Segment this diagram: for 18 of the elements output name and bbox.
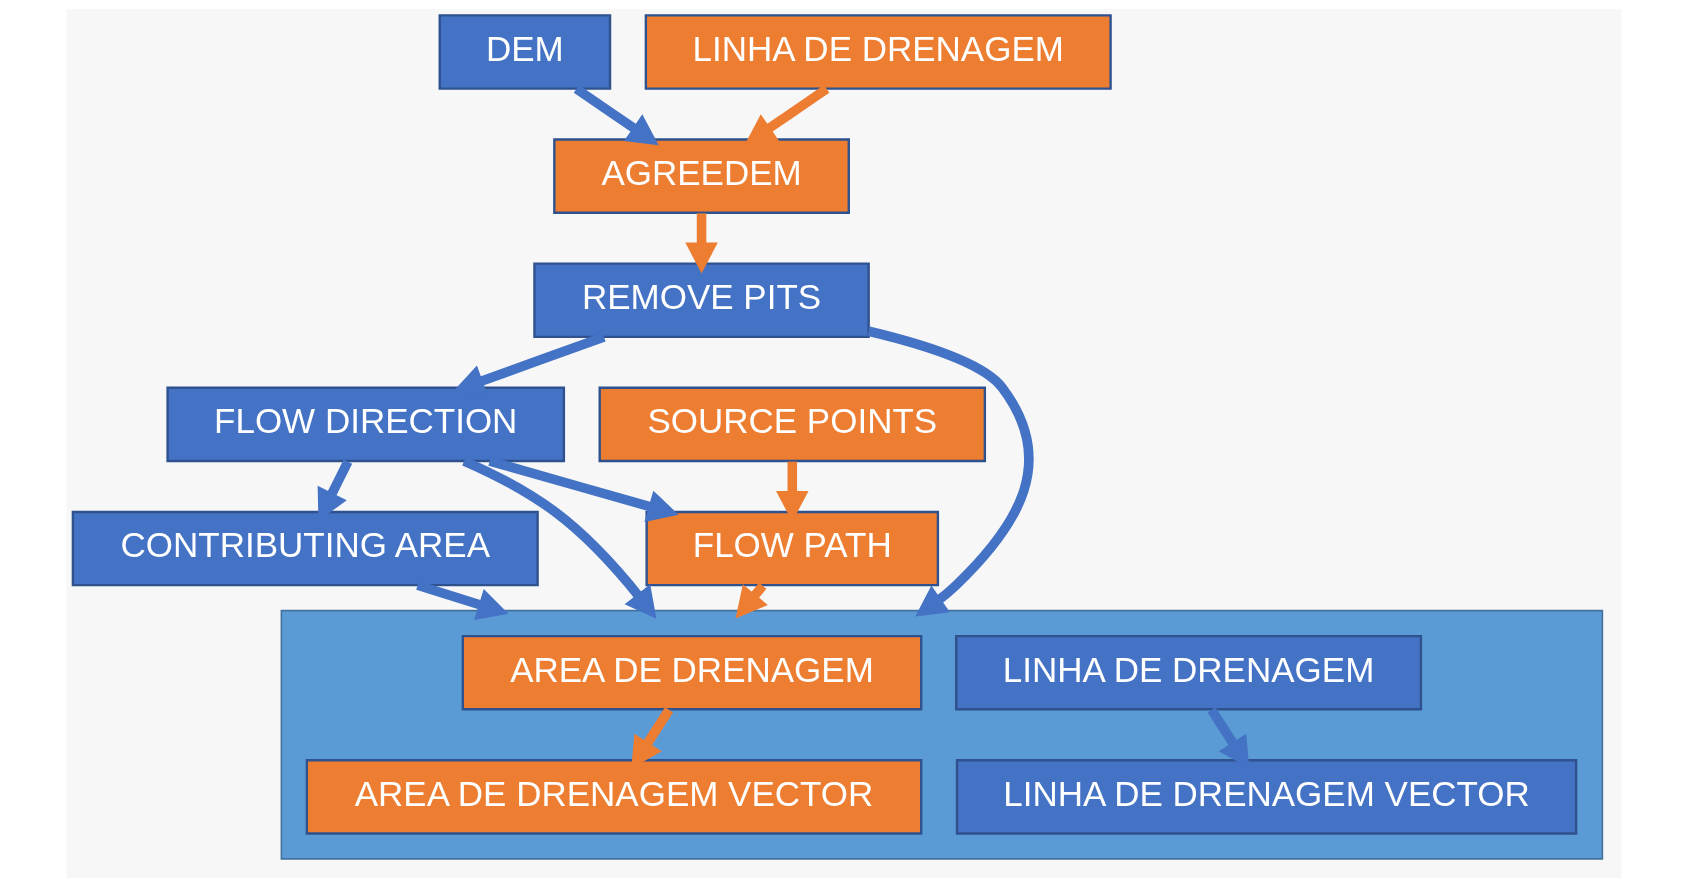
arrow — [573, 84, 659, 145]
node-box: LINHA DE DRENAGEM VECTOR — [955, 758, 1578, 835]
node-box: LINHA DE DRENAGEM — [644, 13, 1112, 90]
node-box: AREA DE DRENAGEM VECTOR — [305, 758, 923, 835]
cluster — [280, 609, 1604, 860]
arrow — [488, 456, 679, 522]
arrow — [867, 326, 1034, 616]
node-box: FLOW PATH — [645, 510, 940, 586]
node-box: AGREEDEM — [553, 137, 850, 214]
node-box: LINHA DE DRENAGEM — [955, 634, 1423, 710]
arrow — [685, 212, 718, 274]
node-box: SOURCE POINTS — [598, 386, 987, 462]
node-box: DEM — [438, 13, 612, 90]
node-box: AREA DE DRENAGEM — [461, 634, 923, 710]
arrow — [462, 456, 657, 619]
node-box: REMOVE PITS — [533, 261, 870, 338]
node-box: CONTRIBUTING AREA — [71, 510, 539, 586]
node-box: FLOW DIRECTION — [166, 386, 566, 462]
